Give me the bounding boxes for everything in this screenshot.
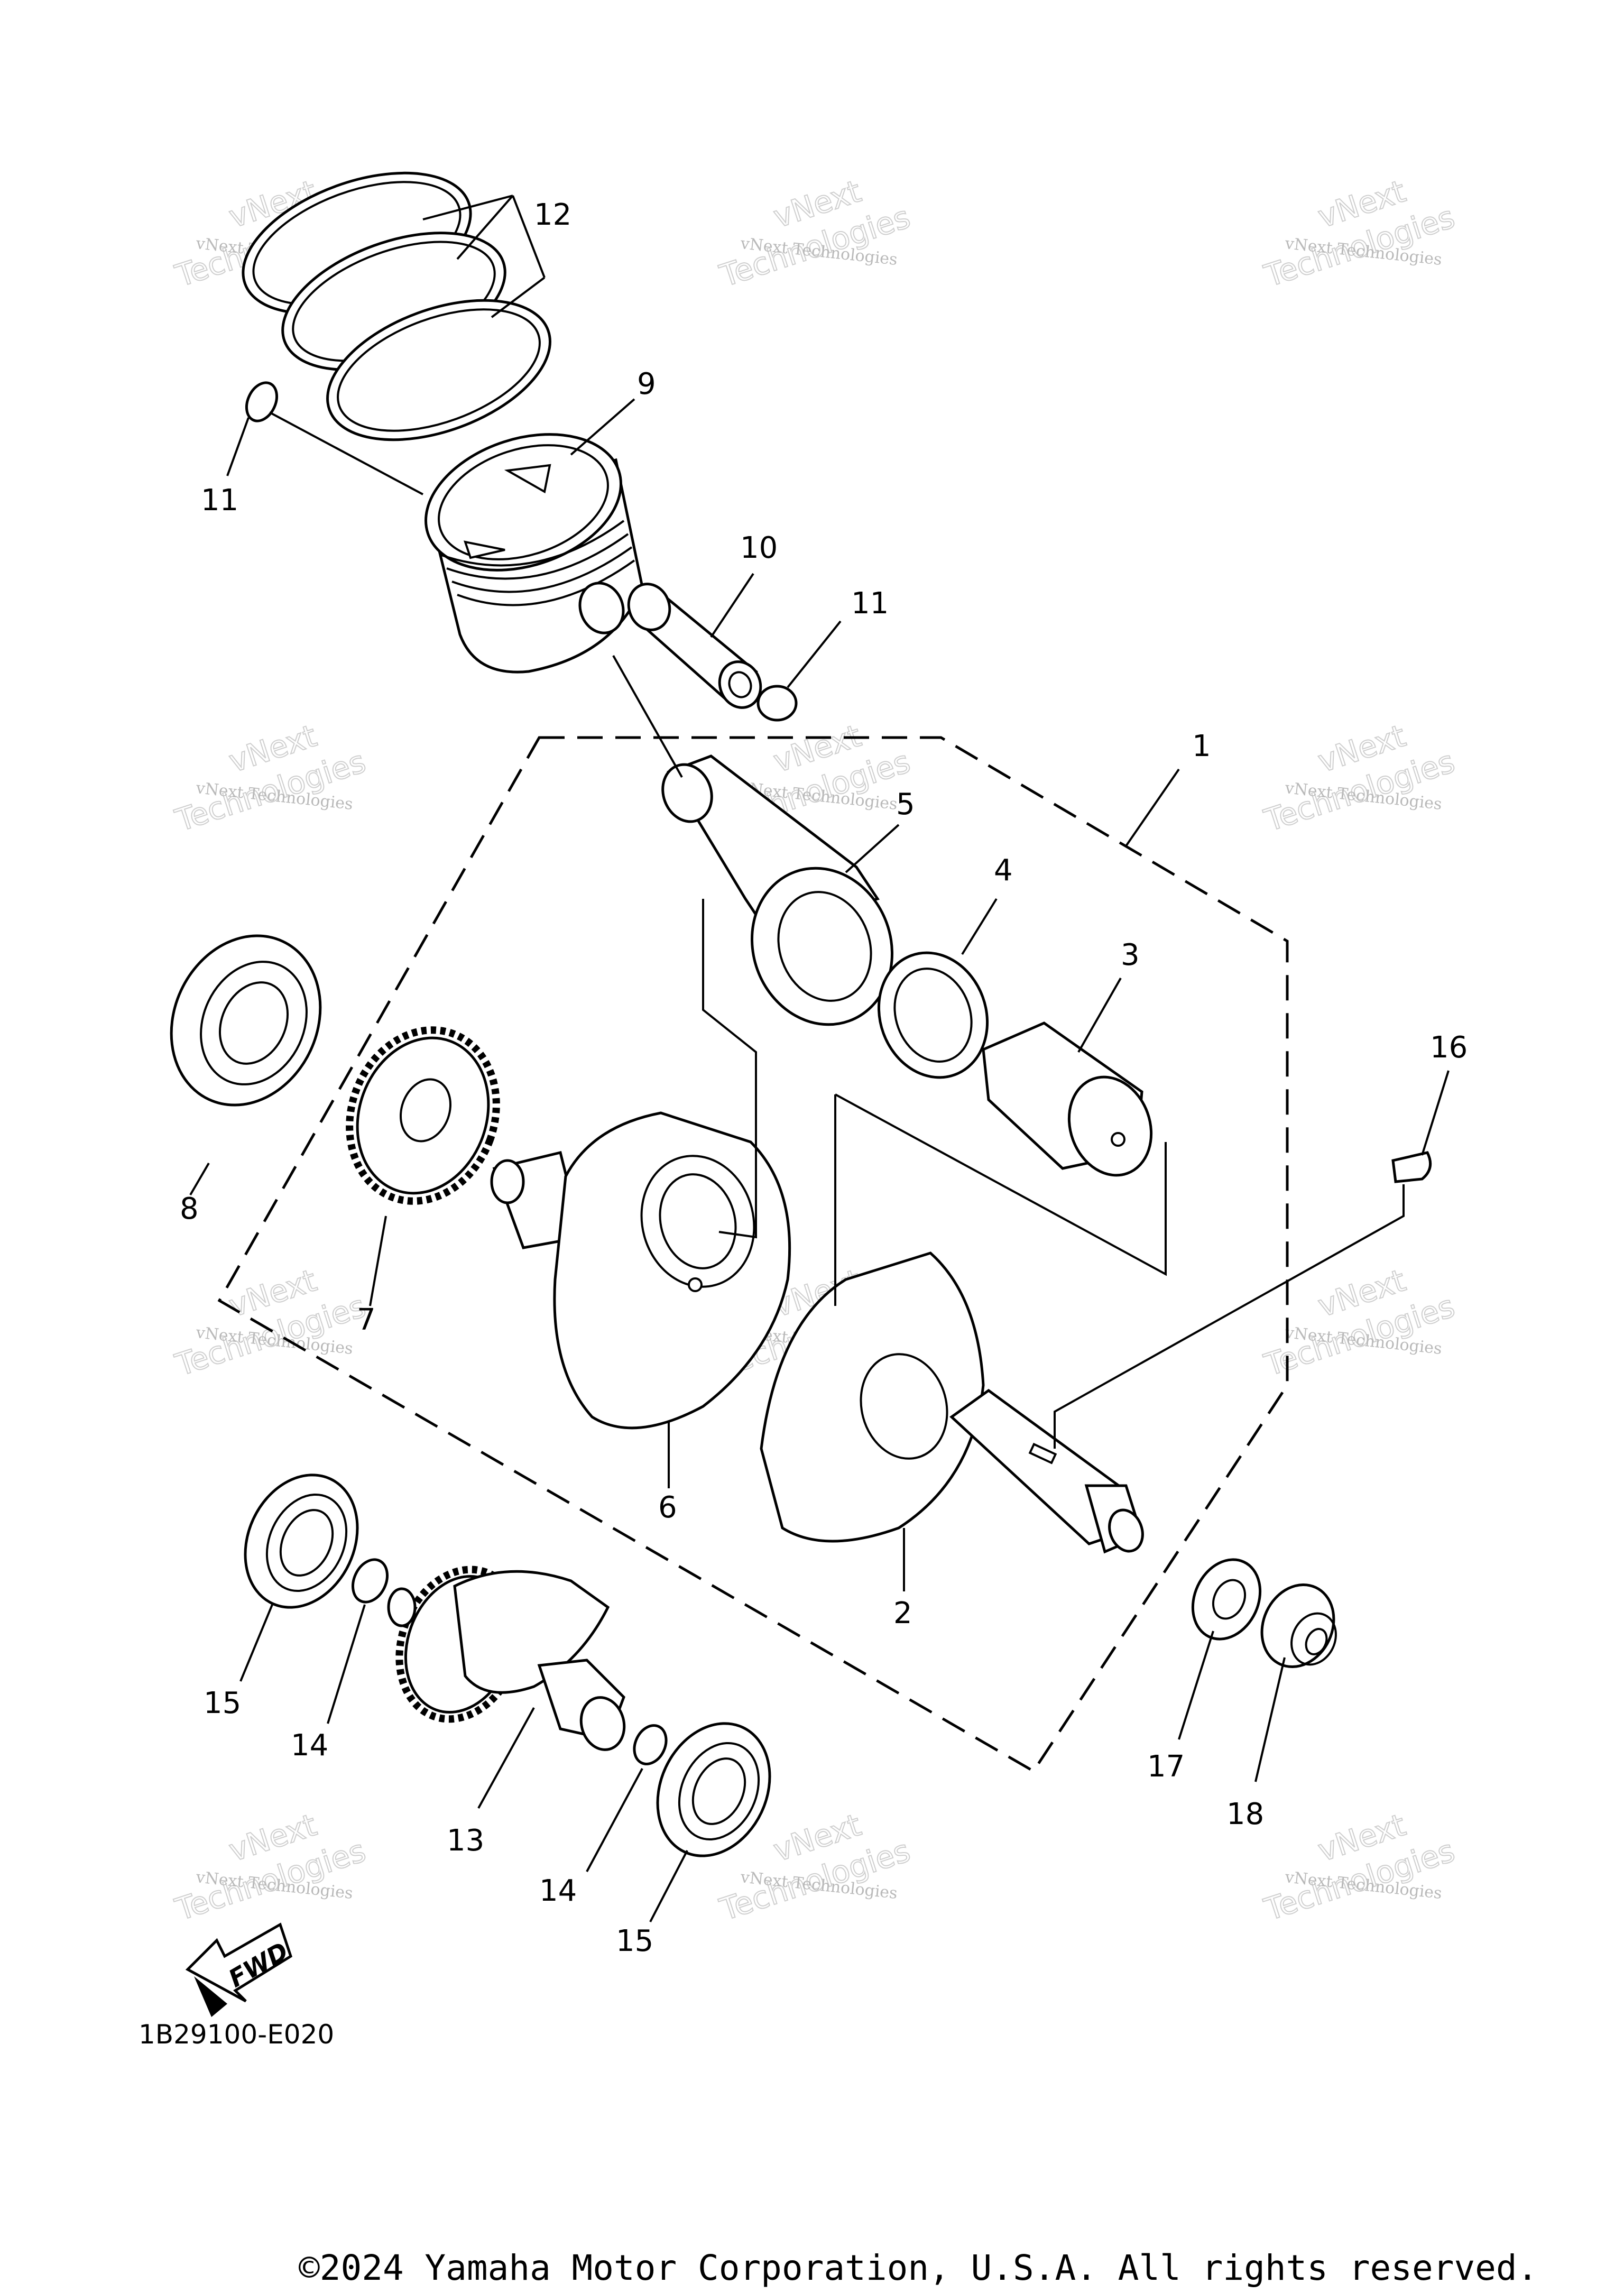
nut [1260, 1583, 1337, 1669]
callout-16: 16 [1430, 1030, 1468, 1065]
crank-pin [982, 1021, 1153, 1177]
callout-13: 13 [447, 1824, 484, 1858]
circlip-14-upper [352, 1558, 389, 1604]
callout-15-upper: 15 [204, 1686, 241, 1720]
fwd-arrow-icon: FWD [185, 1922, 293, 2017]
callout-4: 4 [994, 853, 1013, 888]
crank-left [490, 1111, 791, 1430]
callout-11-left: 11 [201, 483, 238, 518]
assembly-boundary [217, 736, 1289, 1773]
circlip-14-lower [633, 1724, 668, 1765]
callouts: 12 9 11 10 11 1 5 4 3 16 8 7 6 2 15 14 1… [180, 198, 1468, 1958]
callout-12: 12 [534, 198, 571, 232]
woodruff-key [1391, 1151, 1432, 1183]
piston-pin [627, 583, 762, 709]
callout-2: 2 [893, 1596, 912, 1631]
bearing-15-upper [244, 1474, 359, 1609]
needle-bearing [877, 951, 989, 1079]
drawing-code: 1B29100-E020 [139, 2019, 334, 2050]
gear-7 [346, 1026, 500, 1205]
crank-right [760, 1251, 1144, 1554]
piston-pin-clip-left [245, 381, 279, 422]
piston [425, 433, 644, 674]
balancer-shaft [387, 1565, 626, 1751]
callout-9: 9 [637, 367, 656, 401]
callout-3: 3 [1121, 938, 1140, 972]
connecting-rod [661, 754, 893, 1026]
piston-rings [242, 171, 551, 441]
callout-10: 10 [740, 531, 778, 565]
piston-pin-clip-right [756, 685, 798, 722]
callout-14-lower: 14 [539, 1874, 577, 1908]
callout-6: 6 [658, 1490, 677, 1525]
callout-15-lower: 15 [616, 1924, 653, 1958]
callout-7: 7 [357, 1303, 376, 1337]
copyright-notice: ©2024 Yamaha Motor Corporation, U.S.A. A… [299, 2248, 1538, 2288]
callout-11-right: 11 [851, 586, 889, 621]
callout-17: 17 [1147, 1749, 1185, 1784]
washer [1191, 1558, 1262, 1641]
callout-1: 1 [1192, 729, 1211, 763]
callout-14-upper: 14 [291, 1728, 328, 1763]
leader-lines [189, 195, 1450, 1922]
callout-18: 18 [1226, 1797, 1264, 1831]
bearing-left [170, 934, 322, 1107]
callout-5: 5 [896, 787, 915, 822]
callout-8: 8 [180, 1192, 199, 1226]
bearing-15-lower [656, 1722, 771, 1857]
